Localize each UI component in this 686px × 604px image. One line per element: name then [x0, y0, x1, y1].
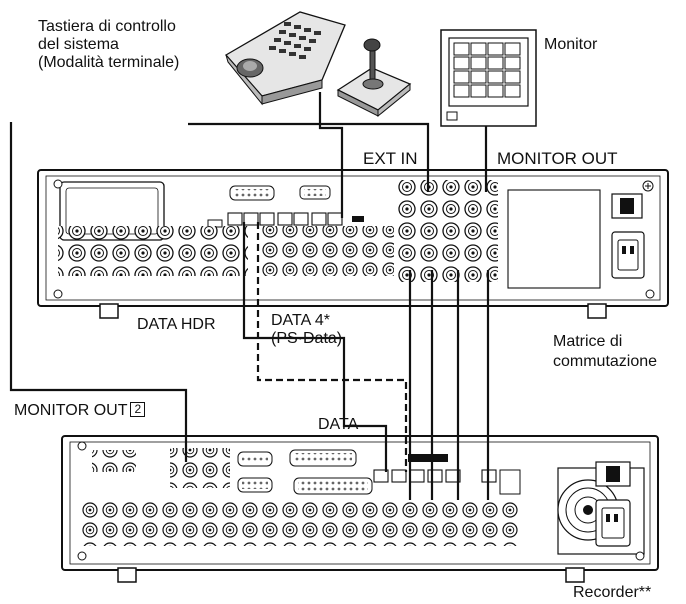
monitor-out-2-text: MONITOR OUT [14, 402, 128, 419]
monitor-out-label: MONITOR OUT [497, 149, 618, 168]
monitor-out-2-number: 2 [130, 402, 146, 417]
keyboard-label-line3: (Modalità terminale) [38, 54, 180, 71]
matrix-label-line1: Matrice di [553, 333, 623, 350]
matrix-label: Matrice di commutazione [553, 332, 657, 372]
keyboard-label-line1: Tastiera di controllo [38, 18, 176, 35]
recorder-unit [61, 435, 659, 583]
switching-matrix-unit [37, 169, 669, 319]
data-label: DATA [318, 416, 359, 433]
recorder-label: Recorder** [573, 584, 652, 601]
data4-label-line1: DATA 4* [271, 312, 330, 329]
cables [9, 92, 490, 500]
joystick-icon [336, 38, 412, 118]
cable-monitor-out-2 [9, 122, 188, 462]
ext-in-label: EXT IN [363, 149, 418, 168]
cable-data4 [256, 222, 408, 472]
keyboard-label: Tastiera di controllo del sistema (Modal… [38, 18, 179, 72]
keyboard-label-line2: del sistema [38, 36, 119, 53]
data-hdr-label: DATA HDR [137, 316, 216, 333]
system-keyboard-icon [224, 11, 346, 106]
cable-data-hdr [242, 222, 388, 472]
monitor-icon [440, 29, 537, 127]
cable-ext-in [188, 122, 430, 192]
cable-keyboard-to-data1 [318, 92, 344, 218]
monitor-label: Monitor [544, 36, 598, 53]
matrix-label-line2: commutazione [553, 353, 658, 370]
